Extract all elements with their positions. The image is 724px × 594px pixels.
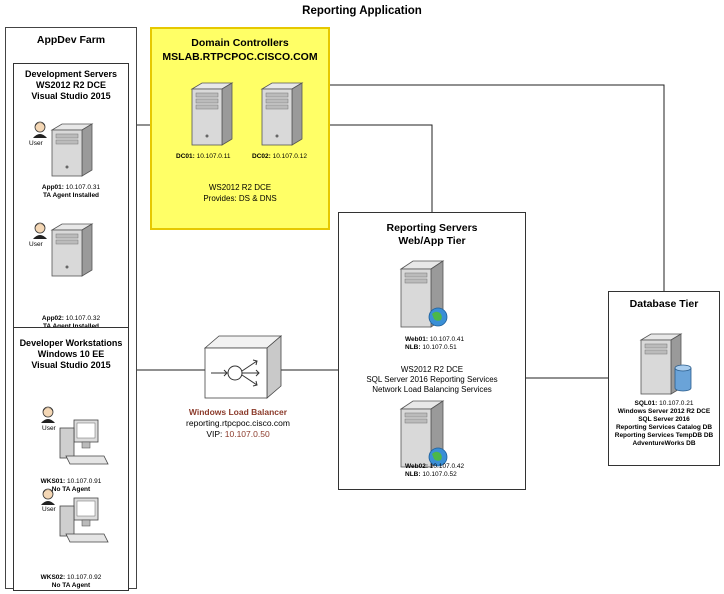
appdev-farm-title: AppDev Farm [36,34,106,46]
server-icon [50,123,94,177]
dev-servers-title-line1: Development Servers [24,69,118,79]
wks02-user-label: User [42,506,56,513]
wire-dc-to-reporting [330,124,433,212]
dev-workstations-title-line2: Windows 10 EE [37,349,105,359]
wks01-label: WKS01: 10.107.0.91 [14,478,128,486]
web02-ip: 10.107.0.42 [429,463,465,470]
app01-user-label: User [29,140,43,147]
user-icon [41,406,55,423]
user-icon [33,121,47,138]
sql01-ip: 10.107.0.21 [659,400,694,407]
page-title: Reporting Application [302,5,422,17]
dc02-label: DC02: 10.107.0.12 [252,153,307,161]
lb-title: Windows Load Balancer [188,407,288,417]
wire-dc-to-db [330,84,665,291]
reporting-title-line1: Reporting Servers [386,222,478,234]
app01-label: App01: 10.107.0.31 [14,184,128,192]
web01-nlb-label: NLB: [405,344,421,351]
wks02-name: WKS02: [40,574,66,581]
db-desc-line4: Reporting Services TempDB DB [614,432,714,439]
web01-nlb-ip: 10.107.0.51 [422,344,457,351]
dc02-ip: 10.107.0.12 [272,153,307,160]
workstation-icon [59,419,109,465]
user-icon [33,222,47,239]
reporting-servers-box: Reporting Servers Web/App Tier Web01: 10… [338,212,526,490]
db-desc-line2: SQL Server 2016 [638,416,690,423]
workstation-icon [59,497,109,543]
domain-name: MSLAB.RTPCPOC.CISCO.COM [162,51,318,63]
dev-servers-title: Development Servers WS2012 R2 DCE Visual… [14,69,128,102]
wks02-note: No TA Agent [51,582,91,589]
wks01-user-label: User [42,425,56,432]
database-tier-box: Database Tier SQL01: 10.107.0.21 Windows… [608,291,720,466]
lb-vip: VIP: 10.107.0.50 [160,429,316,439]
dev-workstations-title-line3: Visual Studio 2015 [31,360,111,370]
app02-label: App02: 10.107.0.32 [14,315,128,323]
server-icon [260,82,304,146]
app02-name: App02: [41,315,64,322]
web-server-icon [399,260,448,328]
wks02-label: WKS02: 10.107.0.92 [14,574,128,582]
reporting-desc: WS2012 R2 DCE SQL Server 2016 Reporting … [339,365,525,395]
web02-nlb-ip: 10.107.0.52 [422,471,457,478]
dc01-label: DC01: 10.107.0.11 [176,153,230,161]
dc-provides: Provides: DS & DNS [203,194,277,203]
wks01-ip: 10.107.0.91 [67,478,102,485]
app01-name: App01: [41,184,64,191]
app01-ip: 10.107.0.31 [65,184,101,191]
reporting-desc-line3: Network Load Balancing Services [372,385,492,394]
wks01-note: No TA Agent [51,486,91,493]
app01-note: TA Agent Installed [42,192,100,199]
web02-name: Web02: [405,463,428,470]
app02-user-label: User [29,241,43,248]
appdev-farm-container: AppDev Farm Development Servers WS2012 R… [5,27,137,591]
wks01-name: WKS01: [40,478,66,485]
dc02-name: DC02: [252,153,271,160]
dev-servers-title-line3: Visual Studio 2015 [31,91,111,101]
app02-ip: 10.107.0.32 [65,315,101,322]
sql01-label: SQL01: 10.107.0.21 [609,400,719,408]
web01-label: Web01: 10.107.0.41 [405,336,464,344]
sql01-name: SQL01: [634,400,658,407]
web01-name: Web01: [405,336,428,343]
dc01-ip: 10.107.0.11 [196,153,231,160]
dc01-name: DC01: [176,153,195,160]
domain-controllers-box: Domain Controllers MSLAB.RTPCPOC.CISCO.C… [150,27,330,230]
web02-nlb: NLB: 10.107.0.52 [405,471,457,479]
load-balancer-icon [203,335,283,399]
db-desc-line1: Windows Server 2012 R2 DCE [617,408,711,415]
dc-os: WS2012 R2 DCE [208,183,272,192]
db-desc-line5: AdventureWorks DB [632,440,696,447]
reporting-desc-line1: WS2012 R2 DCE [400,365,464,374]
dev-workstations-box: Developer Workstations Windows 10 EE Vis… [13,327,129,591]
lb-vip-label: VIP: [206,429,223,439]
database-server-icon [639,333,692,395]
web01-nlb: NLB: 10.107.0.51 [405,344,457,352]
server-icon [50,223,94,277]
server-icon [190,82,234,146]
database-tier-title: Database Tier [629,298,699,310]
dev-workstations-title-line1: Developer Workstations [19,338,123,348]
db-desc: Windows Server 2012 R2 DCE SQL Server 20… [609,408,719,448]
web01-ip: 10.107.0.41 [429,336,465,343]
dev-servers-title-line2: WS2012 R2 DCE [35,80,107,90]
app02-note: TA Agent Installed [14,323,128,331]
domain-controllers-title: Domain Controllers [191,37,289,49]
web02-label: Web02: 10.107.0.42 [405,463,464,471]
lb-host: reporting.rtpcpoc.cisco.com [186,418,290,428]
web02-nlb-label: NLB: [405,471,421,478]
user-icon [41,488,55,505]
db-desc-line3: Reporting Services Catalog DB [615,424,713,431]
reporting-title-line2: Web/App Tier [398,235,466,247]
reporting-desc-line2: SQL Server 2016 Reporting Services [366,375,498,384]
reporting-servers-title: Reporting Servers Web/App Tier [339,222,525,248]
dev-servers-box: Development Servers WS2012 R2 DCE Visual… [13,63,129,342]
lb-vip-value: 10.107.0.50 [224,429,270,439]
web-server-icon [399,400,448,468]
dev-workstations-title: Developer Workstations Windows 10 EE Vis… [14,338,128,371]
wks02-ip: 10.107.0.92 [67,574,102,581]
